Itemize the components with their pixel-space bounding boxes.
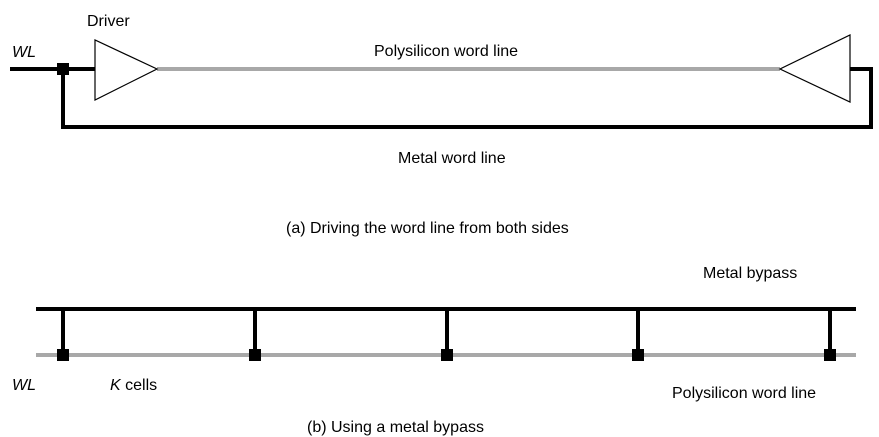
polysilicon-word-line-label-b: Polysilicon word line bbox=[672, 385, 816, 402]
stitch-5 bbox=[824, 309, 836, 361]
caption-b: (b) Using a metal bypass bbox=[307, 419, 484, 436]
stitch-1 bbox=[57, 309, 69, 361]
stitch-contact bbox=[249, 349, 261, 361]
panel-a: Driver WL Polysilicon word line Metal wo… bbox=[10, 13, 873, 237]
k-cells-label: K cells bbox=[110, 377, 157, 394]
polysilicon-word-line-label-a: Polysilicon word line bbox=[374, 43, 518, 60]
wl-label-b: WL bbox=[12, 377, 36, 394]
stitch-contact bbox=[632, 349, 644, 361]
right-driver-triangle bbox=[778, 34, 851, 103]
caption-a: (a) Driving the word line from both side… bbox=[286, 220, 569, 237]
junction-dot bbox=[57, 63, 69, 75]
stitch-2 bbox=[249, 309, 261, 361]
panel-b: Metal bypass WL K cells Polysilicon word bbox=[12, 265, 856, 436]
k-symbol: K bbox=[110, 377, 122, 394]
stitch-contact bbox=[441, 349, 453, 361]
metal-bypass-label: Metal bypass bbox=[703, 265, 797, 282]
stitch-contact bbox=[824, 349, 836, 361]
stitch-4 bbox=[632, 309, 644, 361]
metal-word-line bbox=[61, 67, 873, 129]
wl-label-a: WL bbox=[12, 44, 36, 61]
cells-text: cells bbox=[121, 377, 157, 394]
stitch-3 bbox=[441, 309, 453, 361]
left-driver-triangle bbox=[94, 39, 159, 101]
metal-word-line-label: Metal word line bbox=[398, 150, 506, 167]
driver-label: Driver bbox=[87, 13, 130, 30]
stitch-contact bbox=[57, 349, 69, 361]
